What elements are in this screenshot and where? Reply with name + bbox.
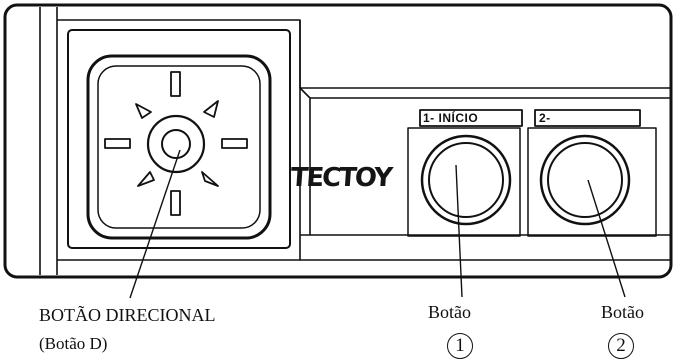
dpad-housing-outer — [67, 29, 291, 249]
dpad-arrow-ul — [135, 103, 152, 119]
dpad-square-outer — [86, 54, 272, 240]
dpad-center-inner — [161, 129, 191, 159]
button1-callout-number: 1 — [447, 333, 473, 359]
right-panel-lines — [299, 20, 671, 261]
button2-callout-number: 2 — [608, 333, 634, 359]
button1-leader-line — [455, 164, 463, 298]
dpad-mark-up — [170, 71, 181, 97]
tectoy-logo: TECTOY — [290, 163, 396, 193]
button2-panel-label: 2- — [539, 111, 551, 125]
dpad-arrow-dl — [137, 171, 155, 187]
button2-leader-line — [587, 179, 626, 298]
button1-frame — [407, 127, 521, 237]
controller-body — [3, 3, 673, 279]
dpad-mark-down — [170, 190, 181, 216]
dpad-arrow-dr — [201, 171, 219, 187]
dpad-callout-title: BOTÃO DIRECIONAL — [39, 305, 216, 325]
dpad-arrow-ur — [203, 100, 219, 118]
dpad-bezel — [39, 7, 301, 275]
button1-outer — [420, 134, 512, 226]
dpad-square-inner — [97, 65, 261, 229]
button2-frame — [527, 127, 657, 237]
dpad-center-outer — [146, 114, 206, 174]
dpad-callout-subtitle: (Botão D) — [39, 334, 108, 353]
button1-panel-label: 1- INÍCIO — [423, 110, 478, 125]
button1-label-box — [419, 109, 523, 127]
button2-outer — [539, 134, 631, 226]
button2-callout-word: Botão — [601, 302, 644, 322]
dpad-leader-line — [129, 149, 181, 299]
button2-label-box — [534, 109, 641, 127]
dpad-mark-right — [221, 138, 248, 149]
button2-inner — [547, 142, 623, 218]
button1-callout-word: Botão — [428, 302, 471, 322]
button1-inner — [428, 142, 504, 218]
dpad-mark-left — [104, 138, 131, 149]
